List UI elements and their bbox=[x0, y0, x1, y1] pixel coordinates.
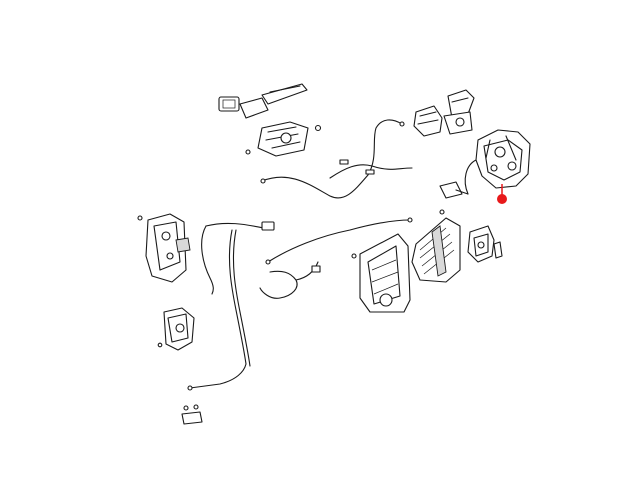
front-door-latch-lower bbox=[157, 307, 195, 351]
front-door-latch-upper bbox=[137, 213, 191, 283]
rear-door-latch-assembly bbox=[439, 129, 531, 199]
callout-dot bbox=[497, 194, 507, 204]
screw bbox=[157, 342, 163, 348]
screw bbox=[351, 253, 357, 259]
inside-handle bbox=[261, 83, 308, 105]
actuator-bracket bbox=[413, 105, 443, 137]
latch-bracket bbox=[467, 225, 503, 263]
door-module-carrier bbox=[351, 233, 411, 313]
cable-clip bbox=[181, 404, 203, 425]
latch-connector bbox=[439, 181, 463, 199]
inside-handle-bezel-group bbox=[218, 83, 322, 157]
handle-bezel bbox=[239, 97, 269, 119]
door-cables-center bbox=[187, 217, 413, 391]
callout-marker bbox=[497, 184, 507, 204]
window-regulator bbox=[411, 209, 461, 283]
lock-actuator-group bbox=[413, 89, 475, 137]
screw bbox=[137, 215, 143, 221]
screw bbox=[245, 149, 251, 155]
door-cables-upper bbox=[260, 119, 413, 199]
screw bbox=[314, 124, 322, 132]
handle-bezel-small bbox=[218, 96, 240, 112]
